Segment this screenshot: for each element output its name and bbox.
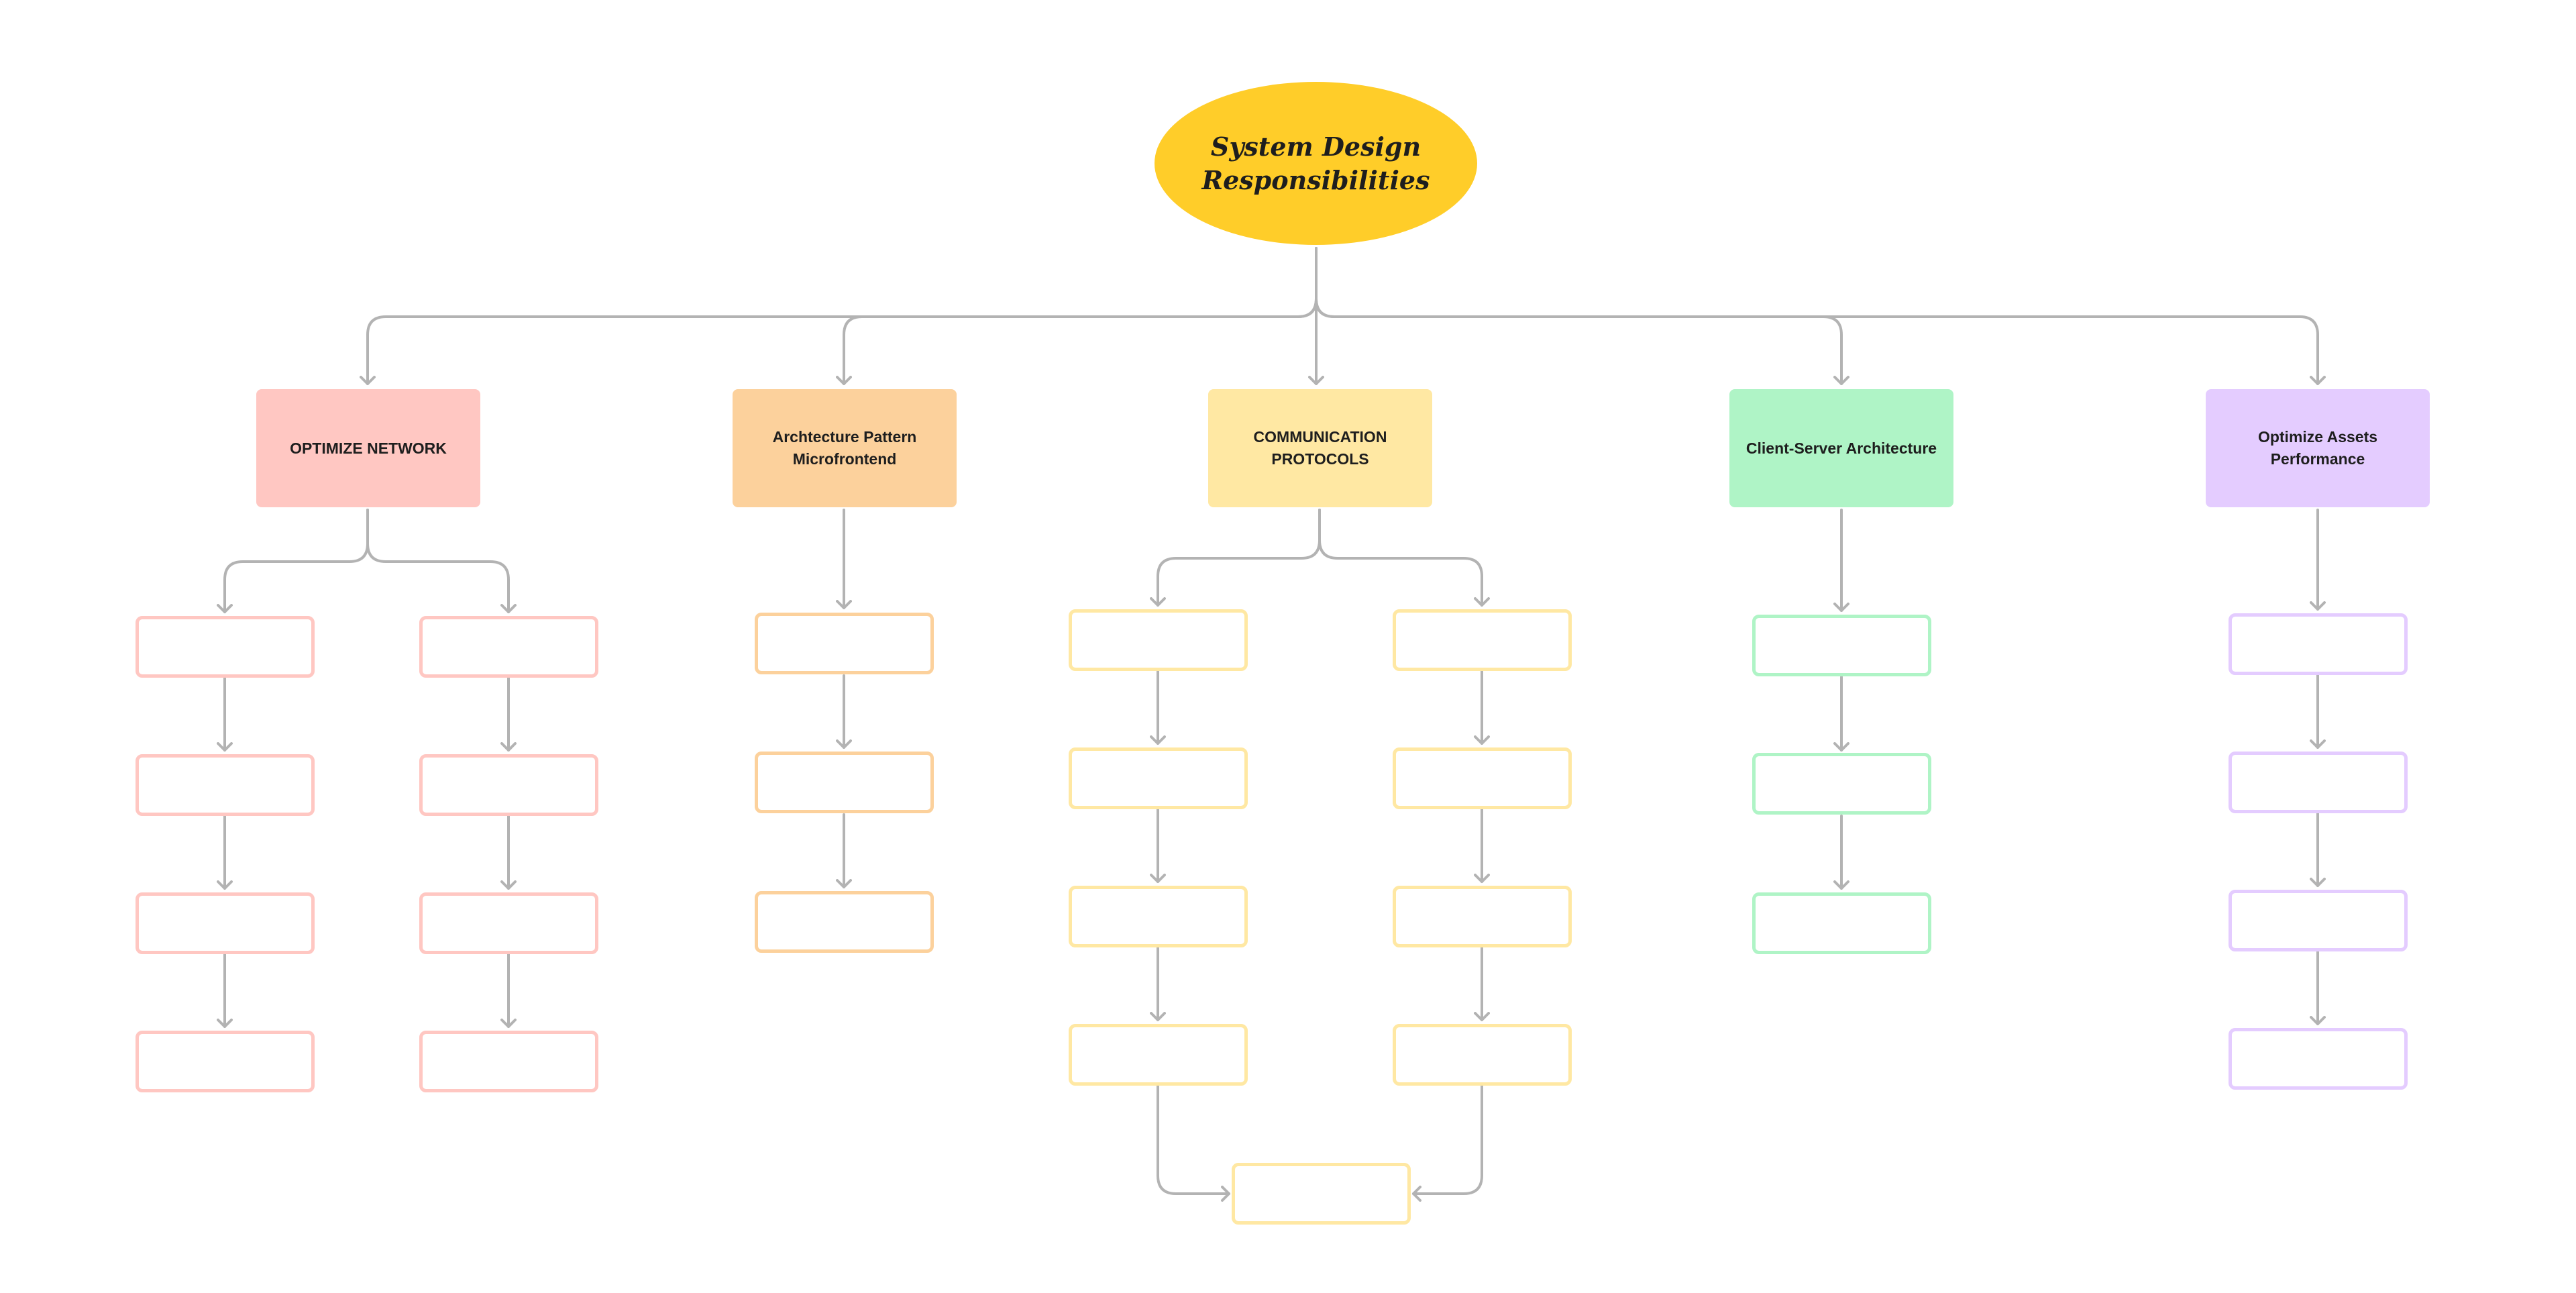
- empty-node[interactable]: [1069, 1024, 1248, 1086]
- category-architecture-pattern[interactable]: Archtecture Pattern Microfrontend: [733, 389, 957, 507]
- connector-network-left: [217, 509, 369, 613]
- empty-node[interactable]: [419, 616, 598, 678]
- connector-root-architecture-pattern: [836, 247, 1318, 385]
- empty-node[interactable]: [1393, 609, 1572, 671]
- empty-node[interactable]: [1393, 886, 1572, 947]
- empty-merge-node[interactable]: [1232, 1163, 1411, 1225]
- empty-node[interactable]: [419, 1031, 598, 1092]
- empty-node[interactable]: [136, 754, 315, 816]
- connector-protocols-merge-right: [1412, 1084, 1483, 1202]
- connector-root-optimize-assets: [1315, 247, 2326, 385]
- category-client-server-architecture[interactable]: Client-Server Architecture: [1729, 389, 1953, 507]
- empty-node[interactable]: [1752, 615, 1931, 676]
- empty-node[interactable]: [755, 891, 934, 953]
- empty-node[interactable]: [2229, 752, 2408, 813]
- empty-node[interactable]: [755, 613, 934, 674]
- root-node-label: System Design Responsibilities: [1201, 131, 1430, 195]
- category-label: Client-Server Architecture: [1746, 439, 1937, 457]
- empty-node[interactable]: [419, 754, 598, 816]
- category-label: OPTIMIZE NETWORK: [290, 439, 447, 457]
- category-communication-protocols[interactable]: COMMUNICATION PROTOCOLS: [1208, 389, 1432, 507]
- category-label: COMMUNICATION PROTOCOLS: [1253, 428, 1387, 468]
- empty-node[interactable]: [1393, 1024, 1572, 1086]
- connector-protocols-left: [1150, 509, 1321, 607]
- empty-node[interactable]: [2229, 613, 2408, 675]
- empty-node[interactable]: [2229, 890, 2408, 951]
- connector-protocols-right: [1318, 509, 1490, 607]
- empty-node[interactable]: [1752, 753, 1931, 815]
- category-optimize-network[interactable]: OPTIMIZE NETWORK: [256, 389, 480, 507]
- empty-node[interactable]: [1069, 747, 1248, 809]
- category-optimize-assets-performance[interactable]: Optimize Assets Performance: [2206, 389, 2430, 507]
- category-label: Optimize Assets Performance: [2257, 428, 2378, 468]
- empty-node[interactable]: [136, 616, 315, 678]
- empty-node[interactable]: [419, 892, 598, 954]
- empty-node[interactable]: [1752, 892, 1931, 954]
- empty-node[interactable]: [136, 892, 315, 954]
- connector-network-right: [366, 509, 517, 613]
- empty-node[interactable]: [136, 1031, 315, 1092]
- empty-node[interactable]: [755, 752, 934, 813]
- root-node[interactable]: System Design Responsibilities: [1155, 82, 1477, 245]
- category-label: Archtecture Pattern Microfrontend: [772, 428, 917, 468]
- empty-node[interactable]: [2229, 1028, 2408, 1090]
- connector-protocols-merge-left: [1157, 1084, 1230, 1202]
- empty-node[interactable]: [1069, 609, 1248, 671]
- empty-node[interactable]: [1393, 747, 1572, 809]
- empty-node[interactable]: [1069, 886, 1248, 947]
